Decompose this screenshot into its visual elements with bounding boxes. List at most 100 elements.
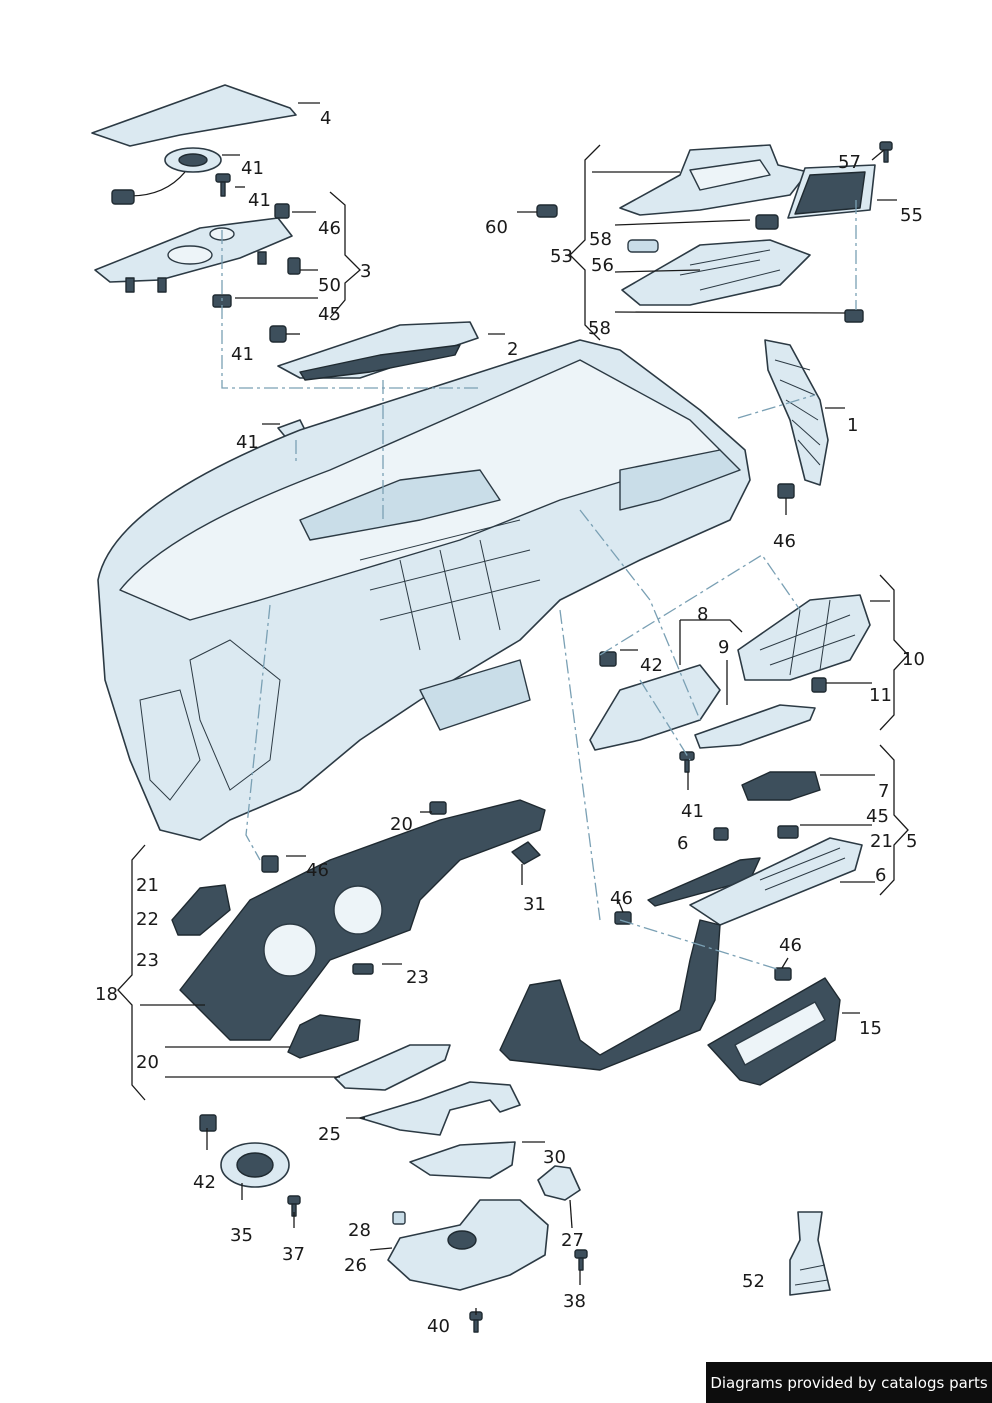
callout-label: 10 bbox=[902, 649, 925, 670]
callout-label: 41 bbox=[236, 432, 259, 453]
callout-label: 53 bbox=[550, 246, 573, 267]
credit-banner: Diagrams provided by catalogs parts bbox=[706, 1362, 992, 1403]
part-bracket-10 bbox=[737, 594, 871, 681]
callout-label: 7 bbox=[878, 781, 889, 802]
callout-label: 40 bbox=[427, 1316, 450, 1337]
part-clip-58 bbox=[844, 309, 864, 323]
part-screw-27 bbox=[574, 1249, 588, 1271]
callout-label: 41 bbox=[241, 158, 264, 179]
callout-label: 55 bbox=[900, 205, 923, 226]
callout-label: 15 bbox=[859, 1018, 882, 1039]
callout-label: 18 bbox=[95, 984, 118, 1005]
part-bracket-8 bbox=[589, 651, 721, 751]
part-panel-55 bbox=[621, 239, 811, 306]
part-cover-4 bbox=[91, 84, 297, 147]
part-clip-28 bbox=[392, 1211, 406, 1225]
part-vent-22 bbox=[171, 884, 231, 936]
callout-label: 50 bbox=[318, 275, 341, 296]
callout-label: 42 bbox=[640, 655, 663, 676]
callout-label: 11 bbox=[869, 685, 892, 706]
part-clips-46-47-42 bbox=[212, 203, 301, 308]
callout-label: 46 bbox=[610, 888, 633, 909]
part-screw-41-top bbox=[215, 173, 231, 197]
part-clip-40 bbox=[269, 325, 287, 343]
callout-label: 46 bbox=[773, 531, 796, 552]
part-screw-57 bbox=[879, 141, 893, 163]
part-trim-9 bbox=[694, 704, 816, 749]
part-trim-2 bbox=[277, 321, 479, 381]
callout-label: 8 bbox=[697, 604, 708, 625]
callout-label: 22 bbox=[136, 909, 159, 930]
callout-label: 46 bbox=[779, 935, 802, 956]
callout-label: 41 bbox=[681, 801, 704, 822]
callout-label: 46 bbox=[306, 860, 329, 881]
callout-label: 26 bbox=[344, 1255, 367, 1276]
part-tray-30 bbox=[409, 1141, 516, 1179]
callout-label: 4 bbox=[320, 108, 331, 129]
part-trim-6-upper bbox=[647, 827, 761, 907]
part-shroud-26 bbox=[387, 1199, 549, 1291]
callout-label: 1 bbox=[847, 415, 858, 436]
part-clip-23 bbox=[352, 963, 374, 975]
callout-label: 41 bbox=[231, 344, 254, 365]
part-clip-60 bbox=[536, 204, 558, 218]
part-vent-7 bbox=[741, 771, 821, 801]
part-clip-45 bbox=[774, 967, 792, 981]
part-long-trim-lower bbox=[499, 911, 721, 1071]
callout-label: 25 bbox=[318, 1124, 341, 1145]
part-clip-46-left bbox=[261, 855, 279, 873]
callout-label: 31 bbox=[523, 894, 546, 915]
callout-label: 20 bbox=[136, 1052, 159, 1073]
part-clip-31 bbox=[511, 841, 541, 865]
leader-lines bbox=[117, 102, 909, 1315]
callout-label: 6 bbox=[677, 833, 688, 854]
callout-label: 27 bbox=[561, 1230, 584, 1251]
part-cover-20 bbox=[287, 1014, 451, 1091]
callout-label: 57 bbox=[838, 152, 861, 173]
part-clip-21-right bbox=[777, 825, 799, 839]
callout-label: 41 bbox=[248, 190, 271, 211]
part-clip-21-top bbox=[429, 801, 447, 815]
part-frame-15 bbox=[707, 977, 841, 1086]
callout-label: 9 bbox=[718, 637, 729, 658]
callout-label: 60 bbox=[485, 217, 508, 238]
callout-label: 42 bbox=[193, 1172, 216, 1193]
part-hood-52 bbox=[619, 144, 809, 216]
part-shroud-25 bbox=[359, 1081, 521, 1136]
part-dashboard-main bbox=[97, 339, 751, 841]
callout-label: 52 bbox=[742, 1271, 765, 1292]
callout-label: 46 bbox=[318, 218, 341, 239]
callout-label: 38 bbox=[563, 1291, 586, 1312]
part-clip-55 bbox=[627, 239, 659, 253]
assembly-dashed-lines bbox=[221, 200, 857, 971]
part-bracket-3 bbox=[94, 217, 293, 293]
part-boot-50 bbox=[789, 1211, 831, 1296]
callout-label: 20 bbox=[390, 814, 413, 835]
part-clip-46-right bbox=[777, 483, 795, 499]
callout-label: 21 bbox=[136, 875, 159, 896]
credit-text: Diagrams provided by catalogs parts bbox=[710, 1373, 988, 1392]
callout-label: 5 bbox=[906, 831, 917, 852]
callout-label: 58 bbox=[588, 318, 611, 339]
part-trim-6-lower bbox=[689, 837, 863, 926]
callout-label: 56 bbox=[591, 255, 614, 276]
callout-label: 23 bbox=[136, 950, 159, 971]
part-screw-41-bottom bbox=[469, 1311, 483, 1333]
part-clip-11 bbox=[811, 677, 827, 693]
callout-label: 28 bbox=[348, 1220, 371, 1241]
callout-label: 37 bbox=[282, 1244, 305, 1265]
callout-label: 2 bbox=[507, 339, 518, 360]
callout-label: 30 bbox=[543, 1147, 566, 1168]
part-side-trim-1 bbox=[764, 339, 829, 486]
callout-label: 35 bbox=[230, 1225, 253, 1246]
callout-label: 45 bbox=[318, 304, 341, 325]
part-cluster-trim-18 bbox=[179, 799, 546, 1041]
callout-label: 45 bbox=[866, 806, 889, 827]
callout-label: 3 bbox=[360, 261, 371, 282]
part-display-53 bbox=[787, 164, 876, 219]
callout-label: 6 bbox=[875, 865, 886, 886]
callout-label: 21 bbox=[870, 831, 893, 852]
callout-labels: 4 41 41 46 3 50 45 41 2 41 1 46 57 55 60… bbox=[95, 108, 925, 1337]
callout-label: 58 bbox=[589, 229, 612, 250]
